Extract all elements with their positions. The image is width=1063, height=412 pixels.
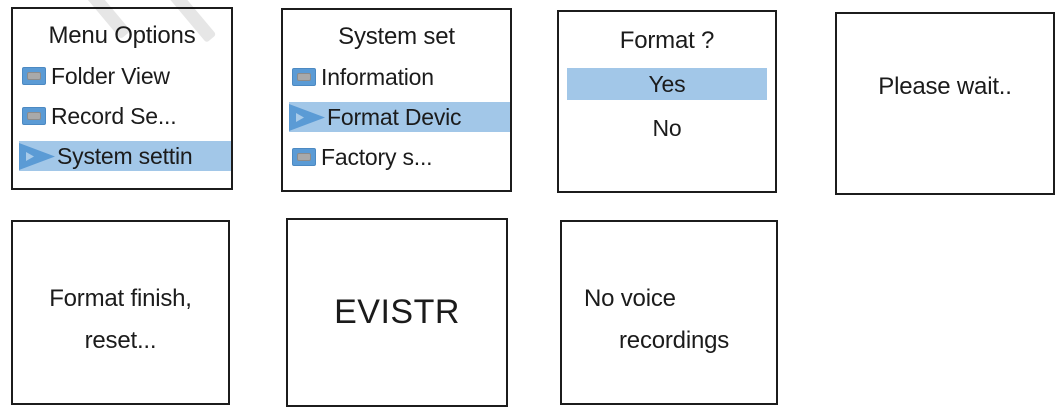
screen-no-recordings: No voice recordings (560, 220, 778, 405)
option-yes[interactable]: Yes (567, 68, 767, 100)
menu-item-label: Format Devic (327, 103, 462, 130)
brand-logo-text: EVISTR (334, 293, 460, 331)
message-line-2: reset... (84, 327, 157, 354)
screen-format-confirm: Format ? Yes No (557, 10, 777, 193)
menu-item-label: Factory s... (321, 143, 433, 170)
format-finish-message: Format finish, reset... (13, 222, 228, 362)
menu-square-icon (292, 68, 316, 86)
menu-square-icon (22, 107, 46, 125)
screen-menu-options: Menu Options Folder View Record Se... Sy… (11, 7, 233, 190)
menu-item-record-settings[interactable]: Record Se... (19, 101, 231, 131)
screen-brand-logo: EVISTR (286, 218, 508, 407)
menu-item-format-device[interactable]: Format Devic (289, 102, 510, 132)
screen-title: Format ? (619, 27, 715, 54)
cursor-arrow-icon (289, 103, 325, 131)
message-line-1: Format finish, (49, 285, 192, 312)
cursor-arrow-icon (19, 142, 55, 170)
menu-square-icon (22, 67, 46, 85)
menu-item-system-settings[interactable]: System settin (19, 141, 231, 171)
menu-square-icon (292, 148, 316, 166)
menu-item-factory-settings[interactable]: Factory s... (289, 142, 510, 172)
no-recordings-message: No voice recordings (562, 222, 776, 362)
message-line-1: No voice (584, 285, 676, 312)
menu-item-label: Information (321, 63, 434, 90)
screen-please-wait: Please wait.. (835, 12, 1055, 195)
menu-item-label: Folder View (51, 62, 170, 89)
menu-item-label: System settin (57, 142, 193, 169)
option-no[interactable]: No (652, 115, 682, 141)
screen-format-finish: Format finish, reset... (11, 220, 230, 405)
screen-system-set: System set Information Format Devic Fact… (281, 8, 512, 192)
please-wait-message: Please wait.. (878, 73, 1012, 100)
screen-title: System set (338, 23, 455, 50)
menu-item-label: Record Se... (51, 102, 177, 129)
menu-item-folder-view[interactable]: Folder View (19, 61, 231, 91)
screen-title: Menu Options (48, 22, 196, 49)
message-line-2: recordings (619, 327, 730, 354)
menu-item-information[interactable]: Information (289, 62, 510, 92)
